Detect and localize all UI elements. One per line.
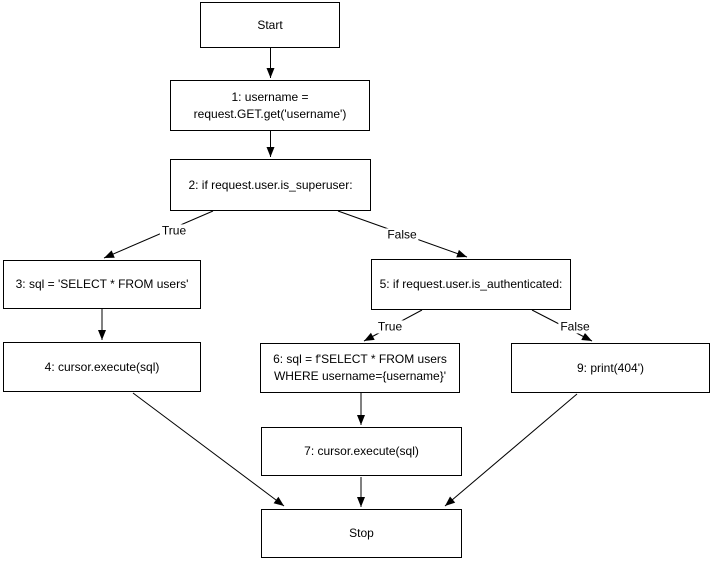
edge-label-superuser-true: True <box>159 223 189 238</box>
node-3-sql-select: 3: sql = 'SELECT * FROM users' <box>3 260 201 309</box>
node-stop: Stop <box>261 509 462 558</box>
node-start: Start <box>200 2 340 48</box>
arrow-9-to-stop <box>444 393 578 507</box>
edge-label-superuser-false: False <box>385 227 419 242</box>
arrow-2-to-3 <box>103 210 214 259</box>
edge-label-authenticated-false: False <box>558 319 592 334</box>
node-6-sql-fstring: 6: sql = f'SELECT * FROM users WHERE use… <box>260 343 460 393</box>
arrow-4-to-stop <box>132 392 285 507</box>
node-4-cursor-execute: 4: cursor.execute(sql) <box>3 342 201 392</box>
node-7-cursor-execute: 7: cursor.execute(sql) <box>261 427 462 476</box>
node-1-assign-username: 1: username = request.GET.get('username'… <box>170 80 370 131</box>
node-5-if-authenticated: 5: if request.user.is_authenticated: <box>371 259 571 310</box>
node-9-print-404: 9: print(404') <box>511 343 710 393</box>
node-2-if-superuser: 2: if request.user.is_superuser: <box>170 159 371 211</box>
edge-label-authenticated-true: True <box>375 319 405 334</box>
